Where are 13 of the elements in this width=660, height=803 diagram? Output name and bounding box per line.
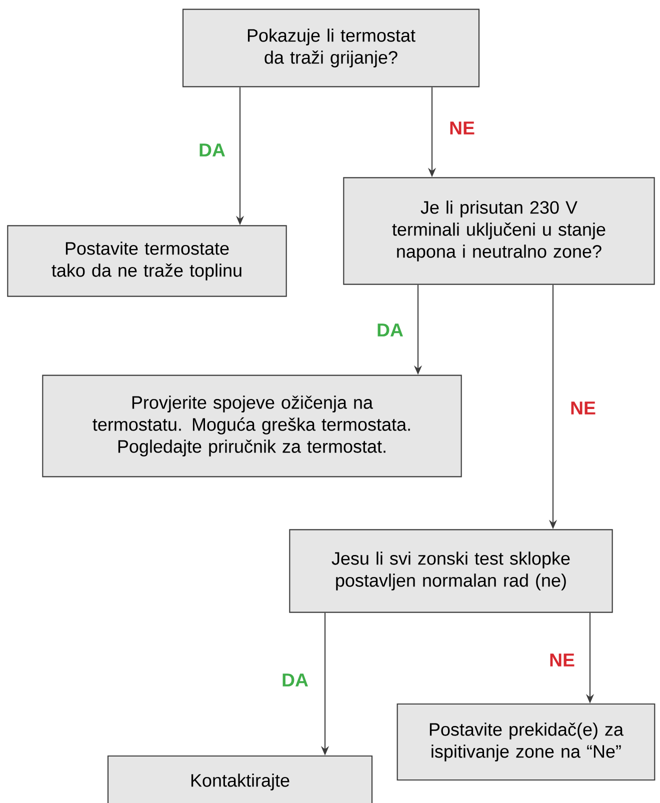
process-box: Je li prisutan 230 V terminali uključeni u stanje napona i neutralno zone? (343, 177, 655, 285)
process-box: Postavite termostate tako da ne traže toplinu (7, 225, 287, 297)
edge-label: DA (378, 324, 403, 336)
edge-label: DA (200, 144, 225, 156)
process-box: Kontaktirajte (107, 755, 373, 803)
edge-label: NE (571, 402, 596, 414)
edge-label: DA (282, 674, 308, 686)
process-box: Postavite prekidač(e) za ispitivanje zone na “Ne” (396, 703, 656, 781)
process-box: Pokazuje li termostat da traži grijanje? (182, 8, 480, 88)
edge-label: NE (550, 654, 574, 666)
edge-label: NE (450, 122, 474, 134)
process-box: Provjerite spojeve ožičenja na termostatu. Moguća greška termostata. Pogledajte priručnik za termostat. (42, 374, 462, 478)
process-box: Jesu li svi zonski test sklopke postavljen normalan rad (ne) (289, 529, 613, 613)
